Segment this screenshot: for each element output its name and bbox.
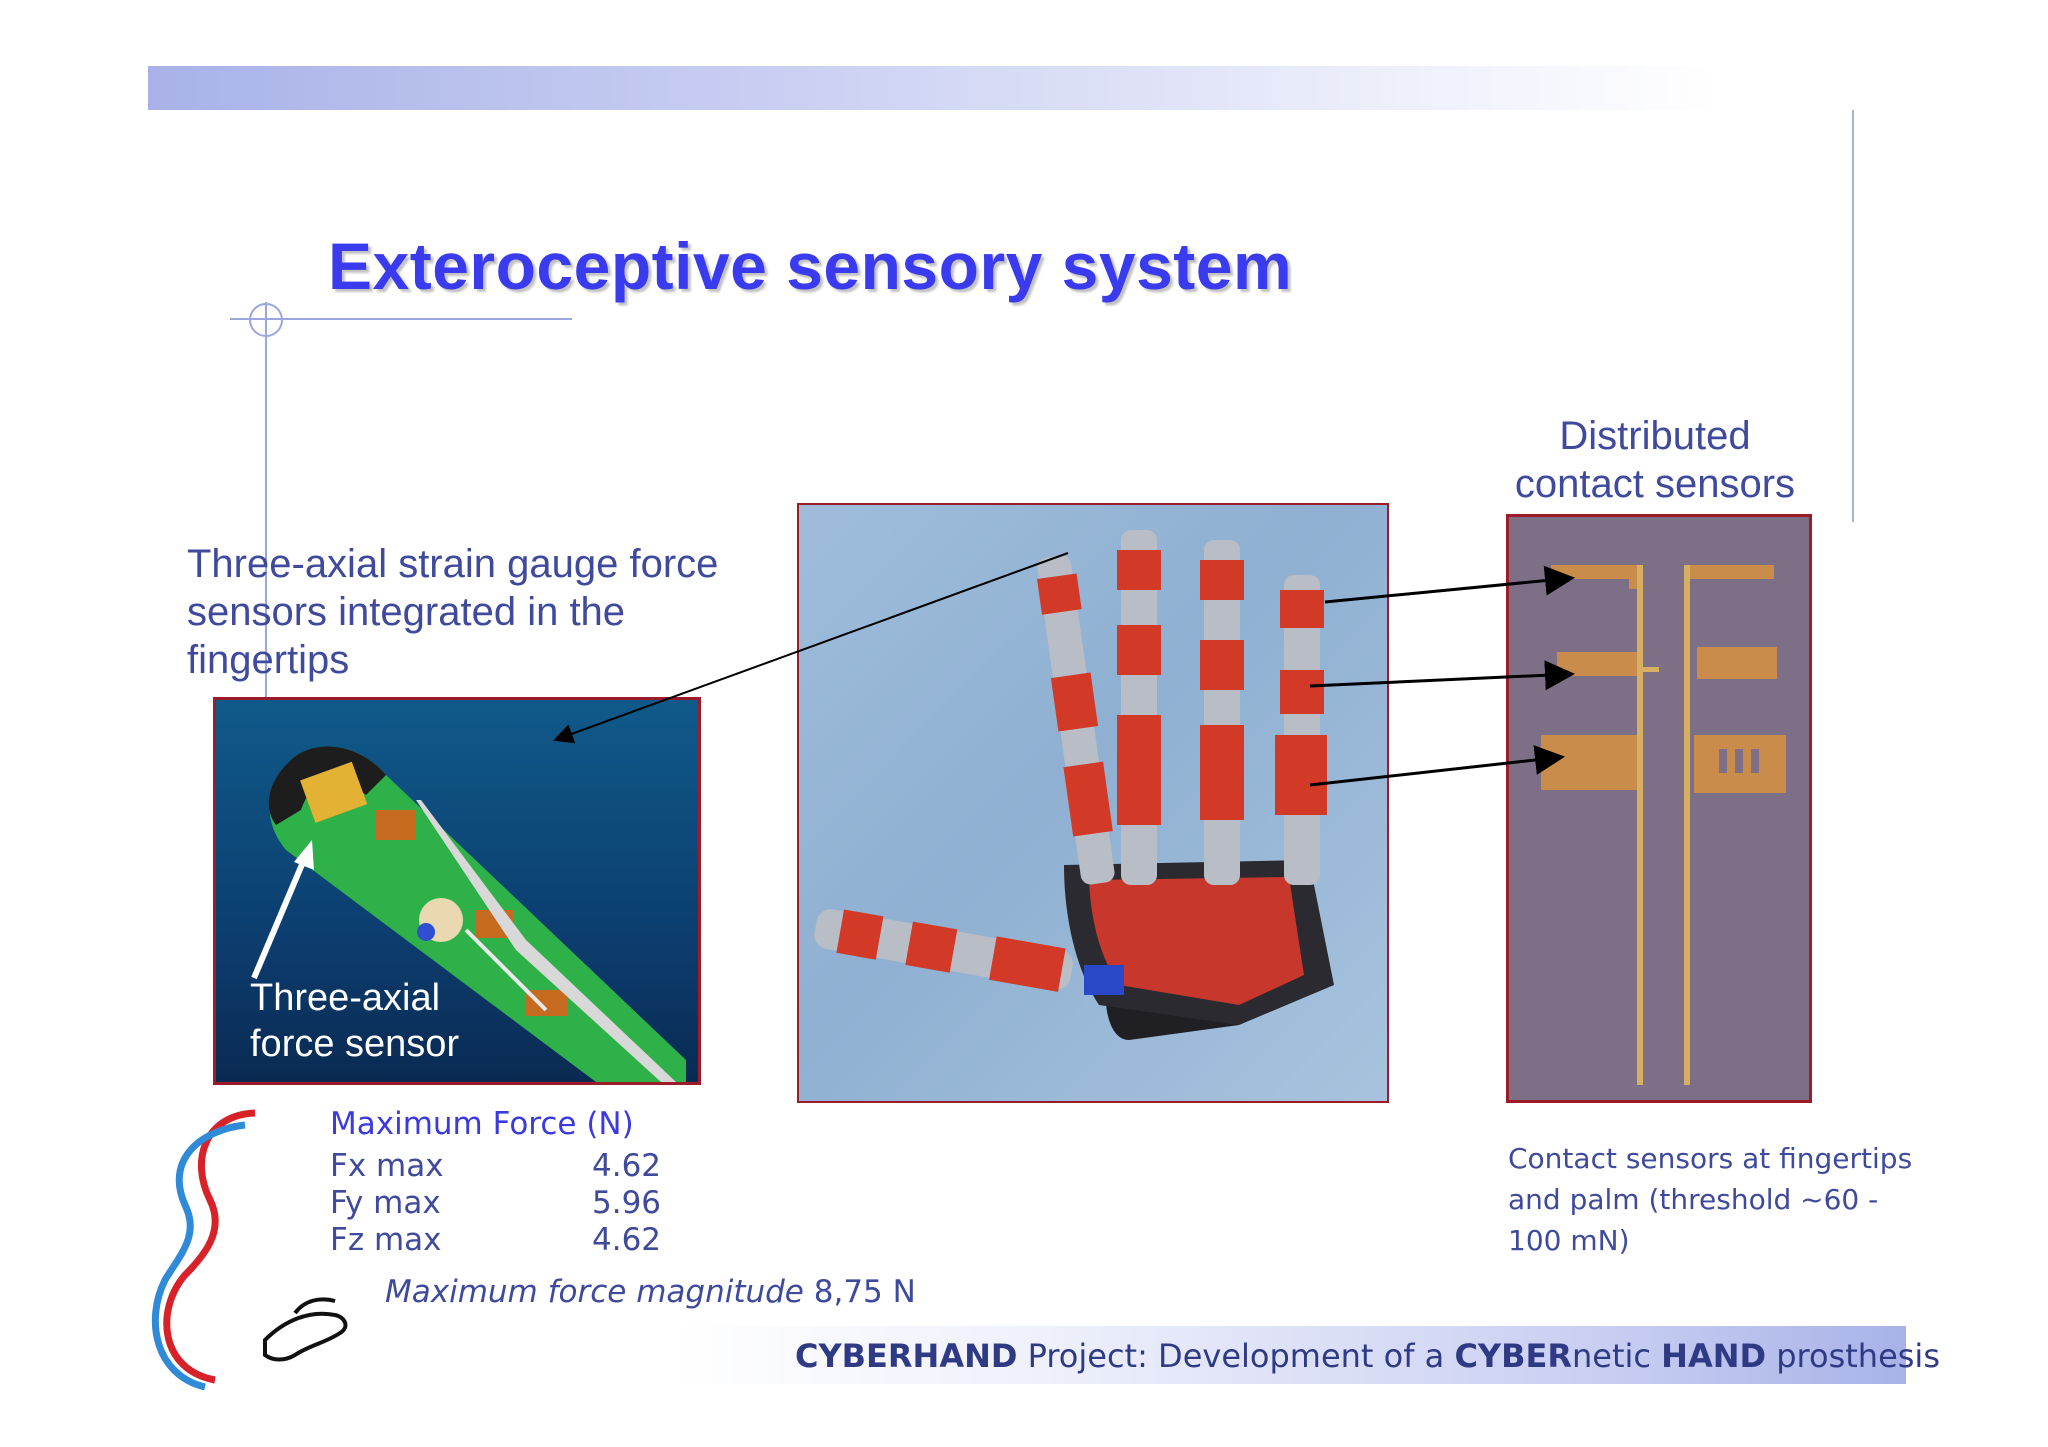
- footer-part: HAND: [1661, 1337, 1767, 1375]
- contact-sensor-strips-photo: [1506, 514, 1812, 1103]
- robotic-hand-photo: [797, 503, 1389, 1103]
- footer-part: Project: Development of a: [1017, 1337, 1455, 1375]
- footer-band: [674, 1326, 1906, 1384]
- finger-3: [1200, 540, 1244, 885]
- row-key: Fy max: [330, 1185, 441, 1221]
- row-value: 4.62: [592, 1222, 662, 1258]
- row-key: Fz max: [330, 1222, 442, 1258]
- header-band: [148, 66, 1720, 110]
- footer-project-line: CYBERHAND Project: Development of a CYBE…: [795, 1337, 1940, 1375]
- thumb: [814, 909, 1073, 992]
- row-key: Fx max: [330, 1148, 444, 1184]
- footer-part: CYBER: [1454, 1337, 1572, 1375]
- caption-line-3: 100 mN): [1508, 1224, 1630, 1257]
- footer-part: prosthesis: [1766, 1337, 1940, 1375]
- distributed-line-2: contact sensors: [1514, 462, 1796, 506]
- row-value: 4.62: [592, 1148, 662, 1184]
- table-row: Fz max 4.62: [330, 1222, 661, 1259]
- strain-gauge-label: Three-axial strain gauge force sensors i…: [187, 542, 719, 682]
- inset-line-2: force sensor: [250, 1023, 460, 1065]
- inset-line-1: Three-axial: [250, 977, 441, 1019]
- contact-caption: Contact sensors at fingertips and palm (…: [1508, 1138, 1938, 1261]
- cyberhand-logo-icon: [151, 1109, 348, 1390]
- fingertip-cad-render: [213, 697, 701, 1085]
- row-value: 5.96: [592, 1185, 662, 1221]
- finger-1: [1037, 555, 1115, 885]
- left-vertical-rule: [265, 302, 267, 702]
- footer-part: CYBERHAND: [795, 1337, 1018, 1375]
- contact-sensors-illustration: [1541, 565, 1786, 1085]
- max-magnitude-line: Maximum force magnitude 8,75 N: [385, 1274, 916, 1310]
- table-row: Fy max 5.96: [330, 1185, 661, 1222]
- distributed-contact-label: Distributed contact sensors: [1500, 412, 1810, 508]
- inset-force-sensor-label: Three-axial force sensor: [250, 975, 510, 1067]
- finger-2: [1117, 530, 1161, 885]
- footer-part: netic: [1571, 1337, 1662, 1375]
- max-force-table: Maximum Force (N) Fx max 4.62 Fy max 5.9…: [330, 1106, 661, 1259]
- table-row: Fx max 4.62: [330, 1148, 661, 1185]
- slide-title: Exteroceptive sensory system: [328, 229, 1293, 303]
- caption-line-1: Contact sensors at fingertips: [1508, 1142, 1913, 1175]
- caption-line-2: and palm (threshold ~60 -: [1508, 1183, 1879, 1216]
- table-heading: Maximum Force (N): [330, 1106, 634, 1142]
- title-underline: [230, 318, 572, 320]
- crosshair-icon: [249, 303, 283, 337]
- finger-4: [1275, 575, 1327, 885]
- magnitude-value: 8,75 N: [813, 1274, 916, 1310]
- distributed-line-1: Distributed: [1559, 414, 1751, 458]
- magnitude-label: Maximum force magnitude: [385, 1274, 804, 1310]
- robotic-hand-illustration: [814, 530, 1334, 1040]
- fingertip-illustration: [251, 746, 686, 1082]
- right-divider: [1852, 110, 1854, 522]
